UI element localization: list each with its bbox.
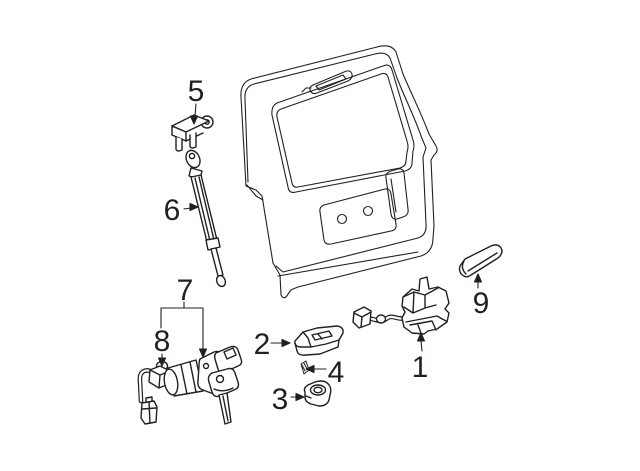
callout-7-label[interactable]: 7 xyxy=(177,274,194,307)
strut-cylinder-line2 xyxy=(198,176,215,241)
window-frame xyxy=(271,64,415,193)
door-inner-outline xyxy=(244,52,427,273)
callout-9-label[interactable]: 9 xyxy=(473,287,490,320)
part-2-bezel xyxy=(294,325,344,356)
license-recess xyxy=(319,188,397,245)
bracket-7 xyxy=(160,301,204,350)
handle-pocket-inner xyxy=(390,178,397,213)
clip-hatch xyxy=(301,362,308,372)
actuator-connector-lines xyxy=(353,311,372,328)
key-front-head xyxy=(207,367,240,398)
strut-eyelet-hole xyxy=(188,152,196,160)
bezel-bottom-face xyxy=(294,339,340,356)
arrowhead-7 xyxy=(198,348,208,358)
bracket-leg-left xyxy=(175,136,183,152)
door-left-step xyxy=(246,184,264,201)
part-6-lift-support xyxy=(185,149,227,288)
callout-arrows xyxy=(157,103,483,402)
cable-bead xyxy=(375,314,387,324)
callout-2-label[interactable]: 2 xyxy=(254,328,271,361)
callout-5-label[interactable]: 5 xyxy=(188,75,205,108)
handle-pocket xyxy=(385,168,409,220)
callout-4-label[interactable]: 4 xyxy=(328,356,345,389)
arrowhead-6 xyxy=(189,202,199,212)
grommet-notch xyxy=(305,395,312,399)
arrow-line-5 xyxy=(194,103,197,117)
handle-cap-line xyxy=(461,260,467,275)
actuator-flange xyxy=(405,315,447,334)
cylinder-rings xyxy=(180,361,197,395)
flange-hole-top xyxy=(202,362,210,370)
door-bottom-rib xyxy=(277,251,419,277)
strut-ball-end xyxy=(215,274,227,288)
bezel-top-face xyxy=(294,325,344,348)
cylinder-cap xyxy=(163,368,179,396)
arrowhead-3 xyxy=(295,392,305,402)
handle-slot-inner xyxy=(315,74,347,91)
tailgate-drawing xyxy=(240,45,438,299)
callout-6-label[interactable]: 6 xyxy=(164,194,181,227)
part-5-stay-bracket xyxy=(171,114,214,152)
bezel-hole xyxy=(311,330,333,341)
strut-cylinder-line1 xyxy=(194,177,211,242)
strut-rod xyxy=(210,247,224,277)
handle-slot xyxy=(309,70,353,95)
part-7-lock-cylinder-keys xyxy=(163,345,243,425)
key-front-detail xyxy=(213,387,234,392)
arrowhead-1 xyxy=(416,332,426,342)
slot-notch xyxy=(301,87,312,93)
art-layer xyxy=(137,45,503,425)
license-hole-left xyxy=(336,213,348,225)
grommet-ring xyxy=(309,384,327,396)
part-4-clip xyxy=(300,360,310,375)
actuator-facets xyxy=(402,287,439,314)
handle-edge-line xyxy=(467,252,498,272)
handle-body xyxy=(458,244,503,278)
clip-body xyxy=(300,360,310,375)
part-9-pull-handle xyxy=(458,244,503,278)
callout-labels: 1 2 3 4 5 6 7 8 9 xyxy=(154,75,490,416)
arrowhead-9 xyxy=(473,273,483,283)
key-back-hole xyxy=(223,347,237,360)
bezel-facets xyxy=(302,331,323,348)
door-outline xyxy=(240,45,438,299)
key-blade-line xyxy=(222,395,229,422)
license-hole-right xyxy=(362,205,374,217)
arrowhead-2 xyxy=(281,338,291,348)
key-front-hole xyxy=(215,374,225,384)
strut-collar-bottom xyxy=(205,237,221,251)
arrow-line-1 xyxy=(420,340,423,352)
part-3-grommet xyxy=(303,380,332,407)
grommet-hole xyxy=(313,386,323,394)
callout-8-label[interactable]: 8 xyxy=(154,325,171,358)
bracket-leg-right xyxy=(189,132,197,149)
callout-3-label[interactable]: 3 xyxy=(272,383,289,416)
switch-connector-lines xyxy=(141,401,157,424)
arrowhead-4 xyxy=(305,364,315,374)
arrowhead-8 xyxy=(157,357,167,367)
window-glass-line xyxy=(276,72,409,188)
callout-1-label[interactable]: 1 xyxy=(412,351,429,384)
arrowhead-5 xyxy=(189,115,199,125)
part-1-lock-actuator xyxy=(352,276,450,335)
